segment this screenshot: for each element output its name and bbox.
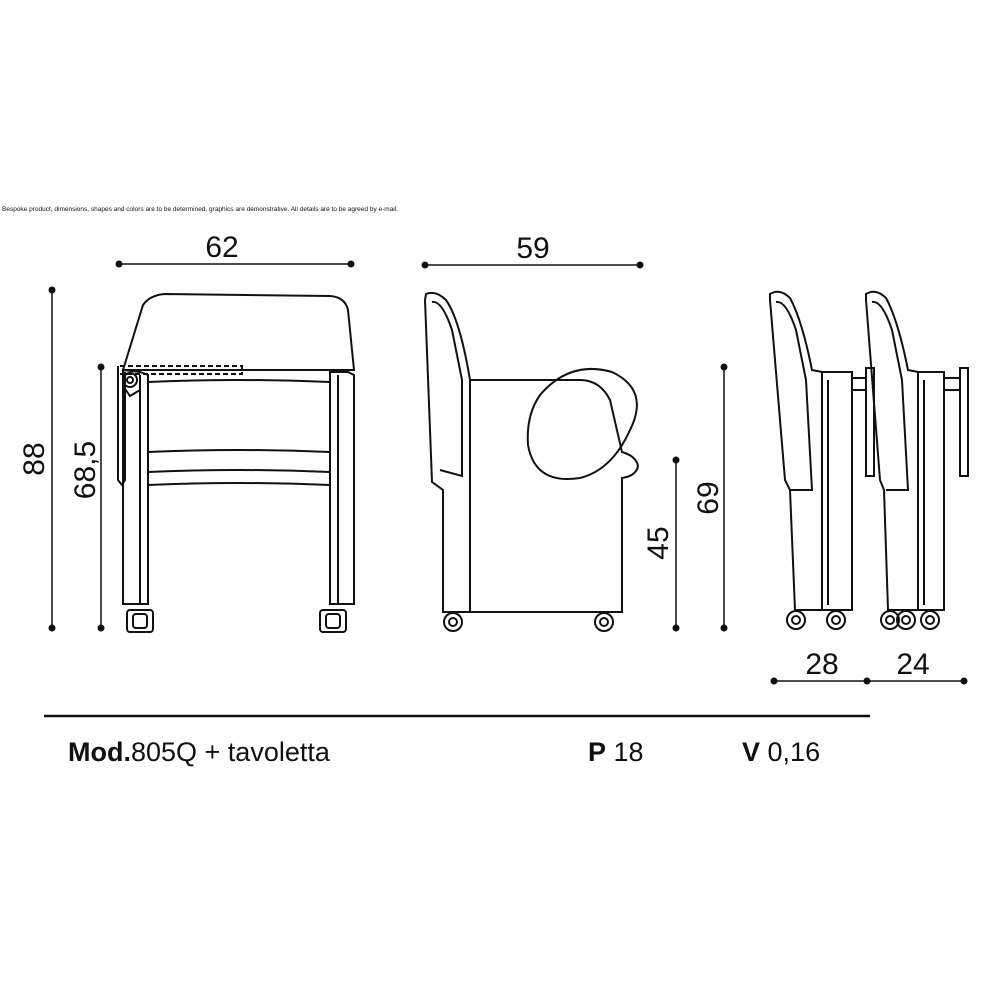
dimension-folded-depth: 28 24 (770, 648, 968, 685)
dimension-front-width: 62 (115, 231, 355, 268)
armrest-height-label: 68,5 (69, 441, 102, 499)
p-label: P (588, 737, 607, 767)
model-label: Mod. (68, 737, 131, 767)
v-caption: V 0,16 (742, 737, 820, 768)
total-height-label: 88 (18, 442, 51, 475)
chair-side-view (423, 291, 640, 632)
chair-folded-view-b (865, 290, 969, 630)
folded-height-label: 69 (692, 481, 725, 514)
side-depth-label: 59 (516, 232, 549, 265)
p-caption: P 18 (588, 737, 644, 768)
folded-depth-a-label: 28 (805, 648, 838, 681)
seat-height-label: 45 (642, 526, 675, 559)
v-label: V (742, 737, 761, 767)
chair-folded-view-a (769, 290, 875, 630)
model-value: 805Q + tavoletta (130, 737, 330, 767)
v-value: 0,16 (767, 737, 821, 767)
folded-depth-b-label: 24 (896, 648, 929, 681)
chair-front-view (117, 292, 356, 633)
dimension-total-height: 88 (18, 286, 56, 632)
dimension-seat-height: 45 (642, 456, 680, 632)
disclaimer-text: Bespoke product, dimensions, shapes and … (2, 206, 398, 213)
dimension-armrest-height: 68,5 (69, 363, 105, 632)
dimension-folded-height: 69 (692, 363, 728, 632)
dimension-side-depth: 59 (421, 232, 644, 269)
model-caption: Mod.805Q + tavoletta (68, 737, 330, 768)
front-width-label: 62 (205, 231, 238, 264)
p-value: 18 (613, 737, 644, 767)
